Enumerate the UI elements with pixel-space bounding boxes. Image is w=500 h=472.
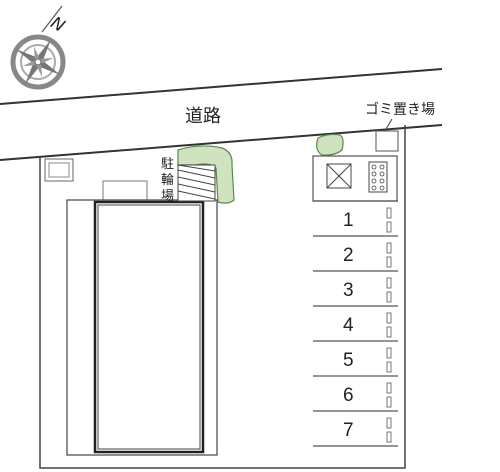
parking-space-number: 2 <box>343 245 354 266</box>
greenery-bike-area <box>177 145 235 204</box>
road-edge-bottom <box>0 124 443 161</box>
parking-space: 7 <box>313 417 398 447</box>
road-edge-top <box>0 68 443 105</box>
parking-space-number: 4 <box>343 315 354 336</box>
parking-space-number: 5 <box>343 350 354 371</box>
wheel-stop-icon <box>386 221 392 233</box>
road-label: 道路 <box>185 106 221 127</box>
wheel-stop-icon <box>386 256 392 268</box>
wheel-stop-icon <box>386 382 392 394</box>
bike-parking-stripes <box>177 164 216 202</box>
wheel-stop-icon <box>386 242 392 254</box>
bike-parking-label-2: 輪 <box>161 172 174 188</box>
wheel-stop-icon <box>386 277 392 289</box>
wheel-stop-icon <box>386 417 392 429</box>
bike-parking-label-3: 場 <box>161 189 174 204</box>
wheel-stop-icon <box>386 431 392 443</box>
parking-space-number: 1 <box>343 210 354 231</box>
parking-space-number: 3 <box>343 280 354 301</box>
utility-meter-icon <box>44 158 74 182</box>
bike-parking-label-1: 駐 <box>161 157 174 172</box>
parking-space: 1 <box>313 207 398 237</box>
parking-space-number: 7 <box>343 420 354 441</box>
compass-north-label: N <box>47 13 68 37</box>
wheel-stop-icon <box>386 326 392 338</box>
parking-space: 2 <box>313 242 398 272</box>
parking-space: 4 <box>313 312 398 342</box>
greenery-garbage-area <box>316 133 344 156</box>
wheel-stop-icon <box>386 312 392 324</box>
garbage-area <box>375 130 399 152</box>
entrance-box <box>102 180 148 201</box>
parking-space: 6 <box>313 382 398 412</box>
compass-rose-icon <box>10 5 66 90</box>
parking-space: 3 <box>313 277 398 307</box>
parking-space: 5 <box>313 347 398 377</box>
building-inner <box>93 200 205 454</box>
meter-grid-icon <box>368 161 388 193</box>
wheel-stop-icon <box>386 207 392 219</box>
wheel-stop-icon <box>386 361 392 373</box>
garbage-area-label: ゴミ置き場 <box>365 101 435 118</box>
parking-area: 1 2 3 4 5 6 7 <box>313 207 398 447</box>
wheel-stop-icon <box>386 291 392 303</box>
wheel-stop-icon <box>386 396 392 408</box>
wheel-stop-icon <box>386 347 392 359</box>
parking-space-number: 6 <box>343 385 354 406</box>
site-boundary <box>39 125 406 469</box>
